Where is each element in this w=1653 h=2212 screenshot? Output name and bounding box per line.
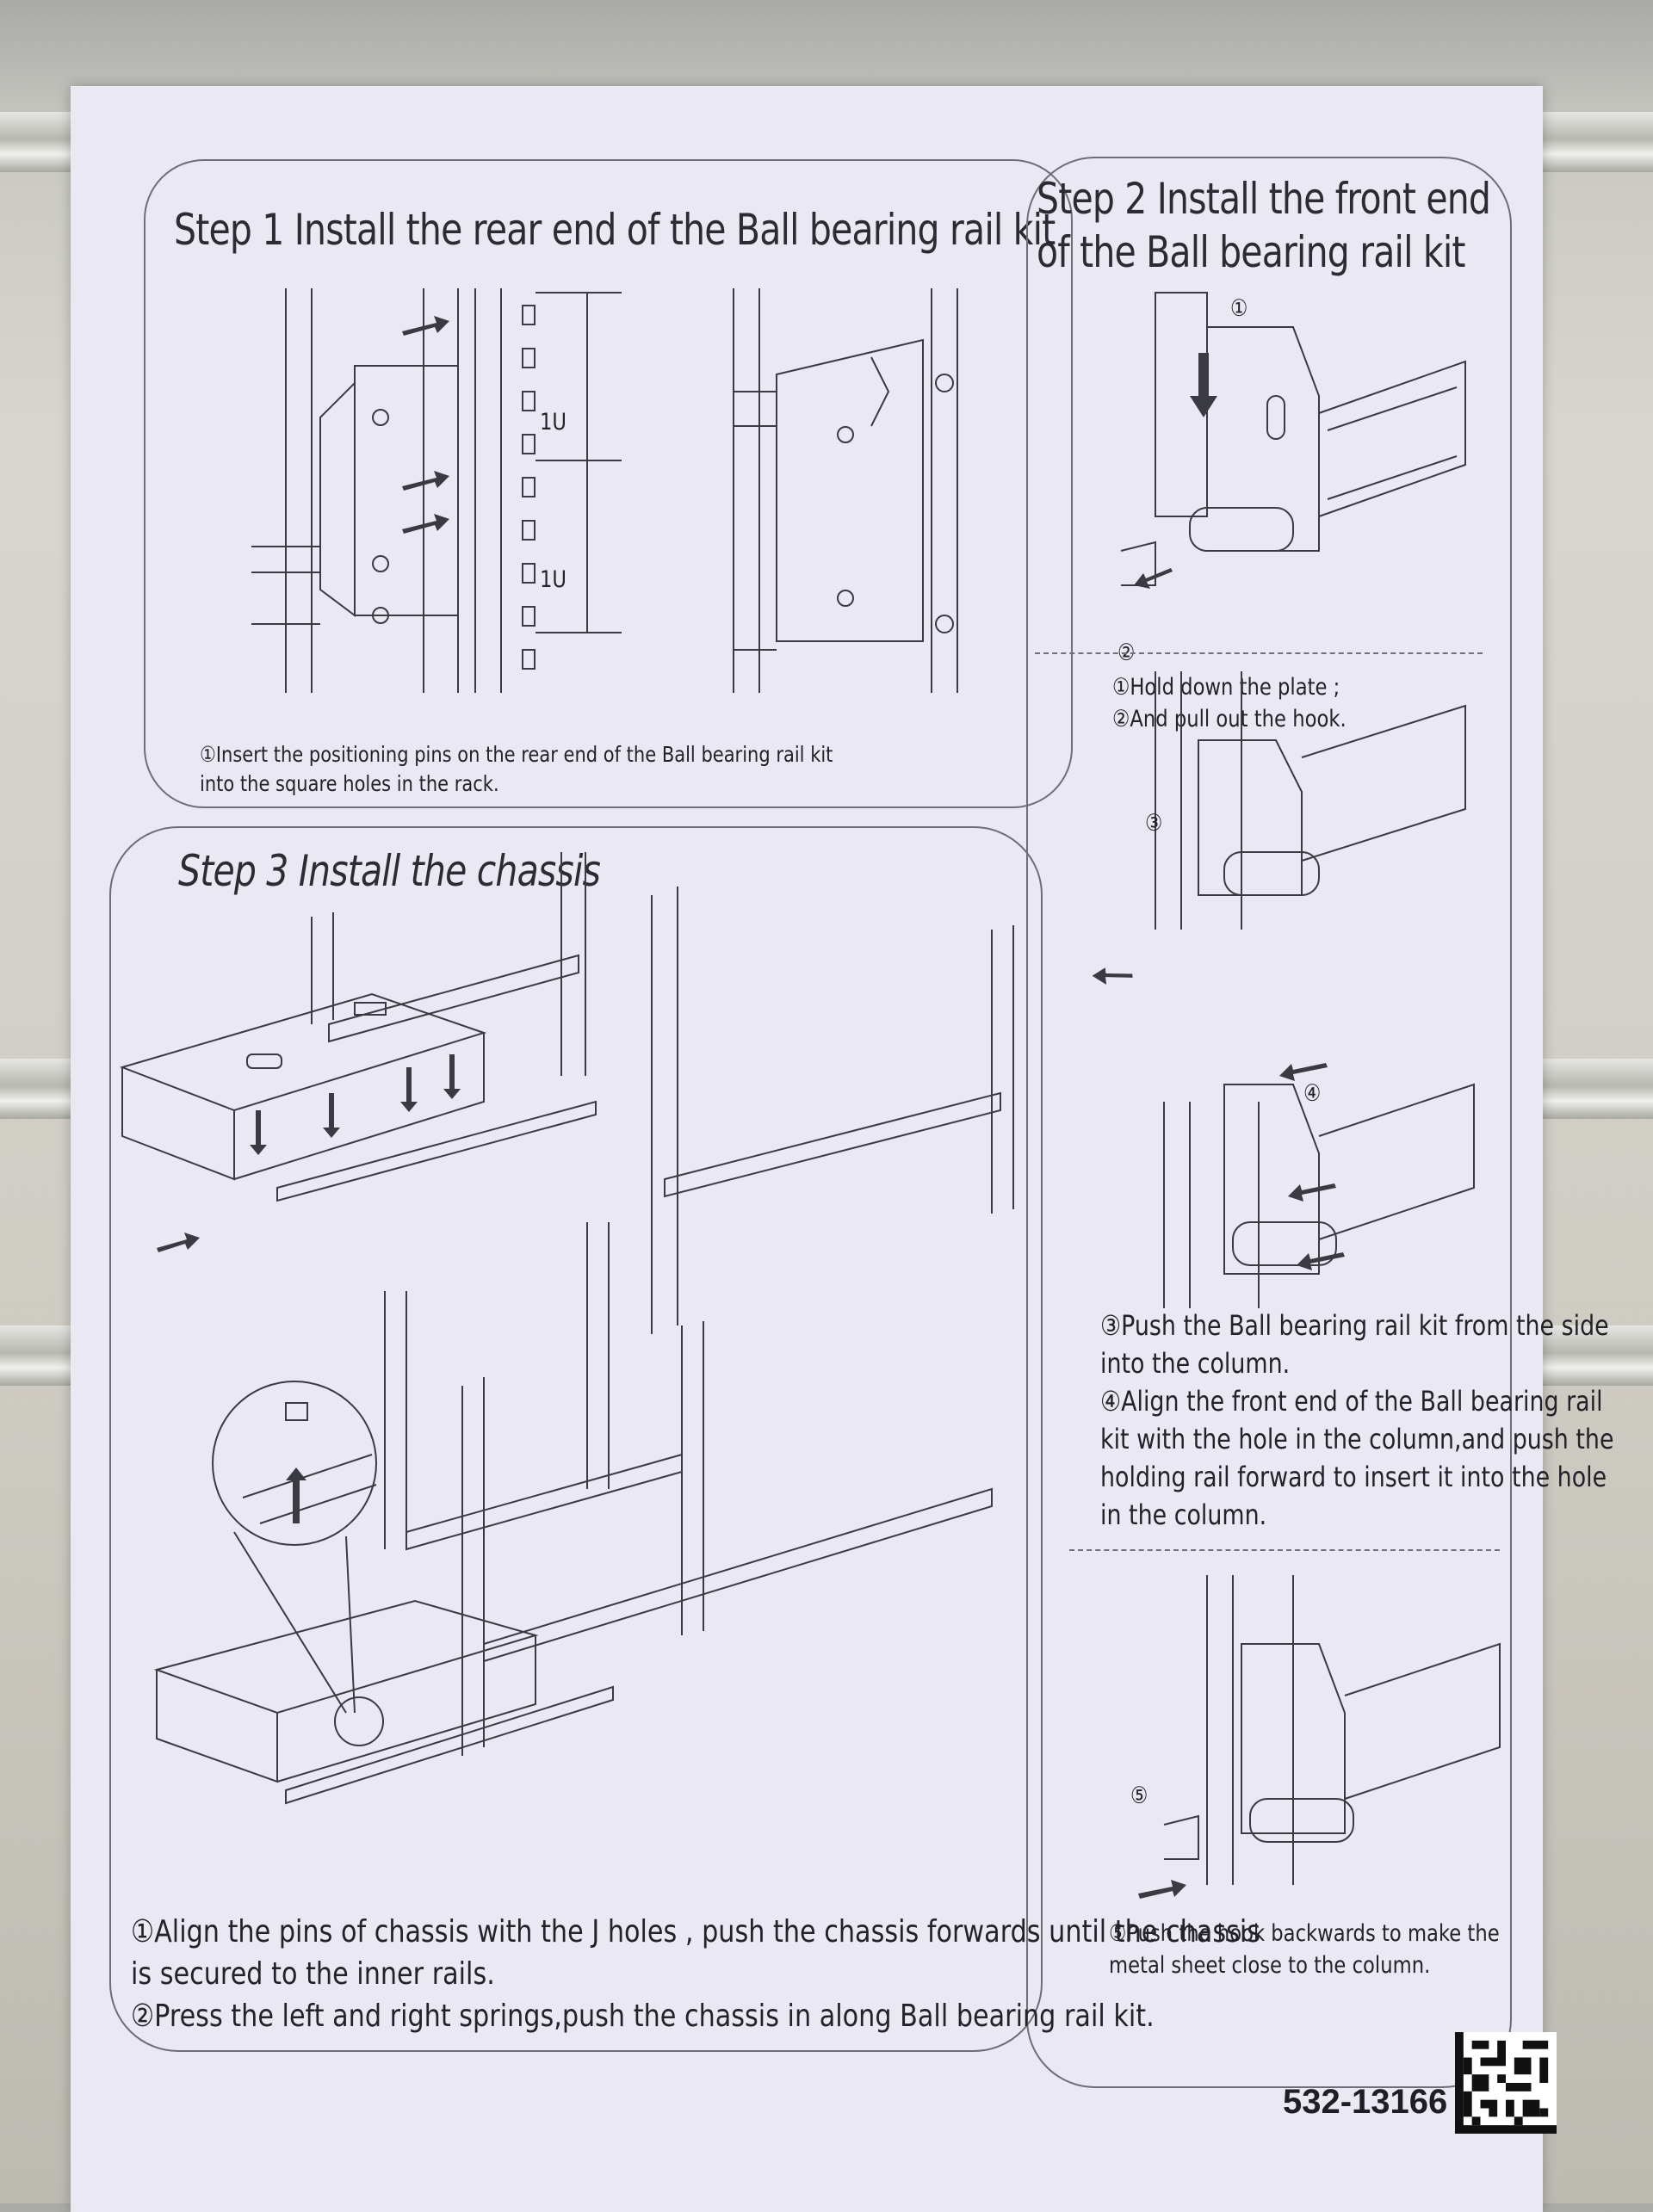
step2-divider-2 [1069, 1549, 1500, 1551]
step1-title: Step 1 Install the rear end of the Ball … [174, 205, 1056, 255]
step1-unit-label-top: 1U [540, 409, 567, 436]
step2-caption-b-line: ③Push the Ball bearing rail kit from the… [1100, 1309, 1609, 1342]
step2-caption-b-line: ④Align the front end of the Ball bearing… [1100, 1385, 1603, 1418]
step3-caption-line: ①Align the pins of chassis with the J ho… [131, 1914, 1260, 1949]
step2-title-line: Step 2 Install the front end [1037, 174, 1491, 224]
step3-caption: ①Align the pins of chassis with the J ho… [131, 1911, 1260, 2037]
step3-title: Step 3 Install the chassis [178, 846, 601, 896]
step1-caption: ①Insert the positioning pins on the rear… [200, 740, 833, 799]
step2-hold-plate-diagram [1069, 293, 1483, 589]
step2-callout-4: ④ [1303, 1080, 1322, 1107]
step1-caption-line: ①Insert the positioning pins on the rear… [200, 742, 833, 767]
step2-callout-5: ⑤ [1130, 1783, 1148, 1809]
step2-push-hook-diagram [1138, 1575, 1500, 1899]
qr-code-icon [1455, 2032, 1557, 2134]
step2-callout-1: ① [1230, 295, 1248, 322]
step2-caption-c: ⑤Push the hook backwards to make the met… [1109, 1918, 1500, 1981]
instruction-sheet: Step 1 Install the rear end of the Ball … [71, 86, 1613, 2212]
step1-rear-bracket-diagram [251, 288, 1052, 805]
step2-caption-c-line: metal sheet close to the column. [1109, 1952, 1431, 1979]
step2-panel [1026, 157, 1512, 2088]
step2-caption-a-line: ①Hold down the plate ; [1112, 674, 1340, 701]
step2-caption-b-line: kit with the hole in the column,and push… [1100, 1423, 1614, 1455]
step3-caption-line: ②Press the left and right springs,push t… [131, 1999, 1155, 2034]
step2-title: Step 2 Install the front end of the Ball… [1037, 172, 1491, 279]
step3-chassis-insert-diagram [114, 852, 1026, 1403]
step2-caption-c-line: ⑤Push the hook backwards to make the [1109, 1920, 1500, 1947]
step2-caption-b-line: holding rail forward to insert it into t… [1100, 1461, 1607, 1493]
part-number: 532-13166 [1283, 2083, 1448, 2121]
step1-caption-line: into the square holes in the rack. [200, 771, 499, 796]
step2-title-line: of the Ball bearing rail kit [1037, 227, 1465, 277]
step1-panel [144, 159, 1073, 808]
step2-caption-a-line: ②And pull out the hook. [1112, 706, 1347, 732]
step2-push-side-diagram [1092, 671, 1483, 1343]
step3-panel [109, 826, 1043, 2052]
step2-caption-b-line: into the column. [1100, 1347, 1291, 1380]
step2-caption-a: ①Hold down the plate ; ②And pull out the… [1112, 671, 1347, 735]
step3-caption-line: is secured to the inner rails. [131, 1956, 495, 1992]
step2-caption-b-line: in the column. [1100, 1498, 1267, 1531]
step3-chassis-slide-diagram [131, 1274, 1035, 1911]
step1-unit-label-bottom: 1U [540, 566, 567, 593]
step2-callout-3: ③ [1145, 810, 1163, 837]
step2-caption-b: ③Push the Ball bearing rail kit from the… [1100, 1307, 1613, 1534]
step2-divider-1 [1035, 652, 1483, 654]
